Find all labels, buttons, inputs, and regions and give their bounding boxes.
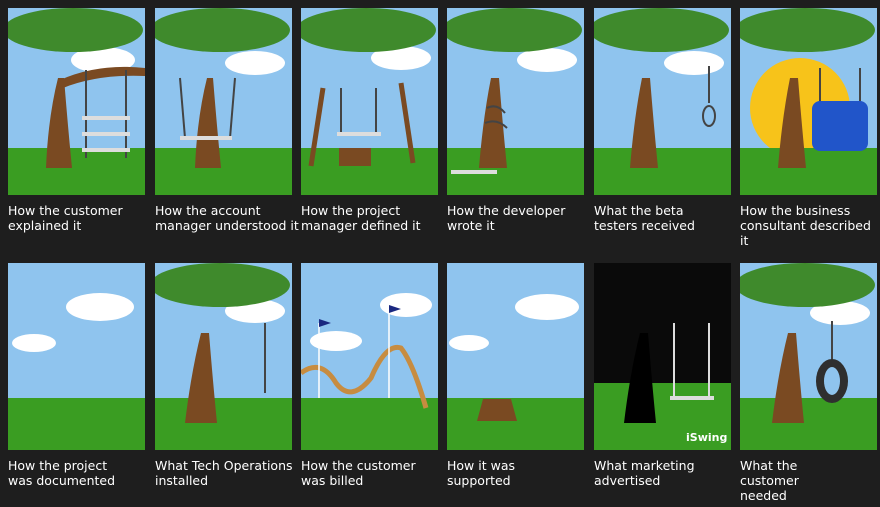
swing-on-ground-illustration: [155, 8, 292, 195]
roller-coaster-illustration: [301, 263, 438, 450]
caption-customer-explained: How the customer explained it: [8, 203, 123, 233]
panel-account-manager: [155, 8, 292, 195]
caption-project-manager: How the project manager defined it: [301, 203, 421, 233]
caption-supported: How it was supported: [447, 458, 515, 488]
panel-developer: [447, 8, 584, 195]
caption-developer: How the developer wrote it: [447, 203, 566, 233]
panel-customer-billed: [301, 263, 438, 450]
panel-project-manager: [301, 8, 438, 195]
tire-swing-illustration: [740, 263, 877, 450]
panel-beta-testers: [594, 8, 731, 195]
caption-marketing: What marketing advertised: [594, 458, 695, 488]
panel-documented: [8, 263, 145, 450]
caption-customer-billed: How the customer was billed: [301, 458, 416, 488]
caption-documented: How the project was documented: [8, 458, 116, 488]
panel-marketing: iSwing: [594, 263, 731, 450]
caption-beta-testers: What the beta testers received: [594, 203, 695, 233]
panel-customer-explained: [8, 8, 145, 195]
caption-tech-operations: What Tech Operations installed: [155, 458, 293, 488]
panel-business-consultant: [740, 8, 877, 195]
propped-swing-illustration: [301, 8, 438, 195]
caption-business-consultant: How the business consultant described it: [740, 203, 871, 248]
iswing-watermark: iSwing: [686, 431, 727, 444]
wrapped-swing-illustration: [447, 8, 584, 195]
armchair-swing-illustration: [740, 8, 877, 195]
noose-illustration: [594, 8, 731, 195]
caption-customer-needed: What the customer needed: [740, 458, 799, 503]
panel-tech-operations: [155, 263, 292, 450]
panel-customer-needed: [740, 263, 877, 450]
single-rope-illustration: [155, 263, 292, 450]
silhouette-swing-illustration: iSwing: [594, 263, 731, 450]
panel-supported: [447, 263, 584, 450]
triple-swing-illustration: [8, 8, 145, 195]
caption-account-manager: How the account manager understood it: [155, 203, 299, 233]
stump-illustration: [447, 263, 584, 450]
empty-landscape-illustration: [8, 263, 145, 450]
